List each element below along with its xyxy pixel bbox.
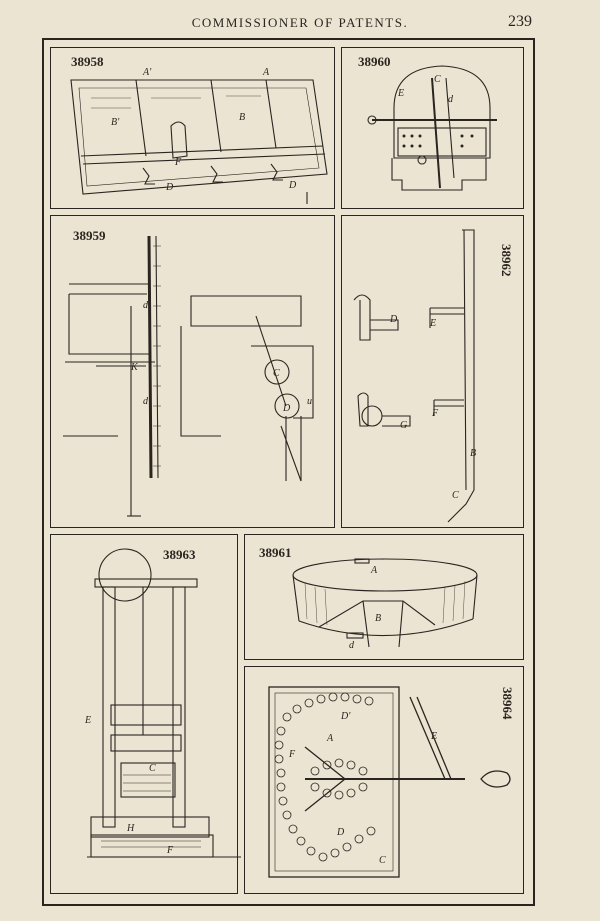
figure-number: 38961 — [259, 545, 292, 560]
label-B: B — [470, 448, 476, 459]
label-E: E — [397, 88, 404, 99]
figure-38964-drawing: D' A F E D C — [268, 686, 511, 878]
running-header: COMMISSIONER OF PATENTS. — [191, 15, 409, 30]
label-B-prime: B' — [111, 117, 120, 128]
figure-panel-38964: 38964 — [244, 666, 524, 894]
figure-panel-38958: 38958 A' A B' B — [50, 47, 335, 209]
label-d: d — [448, 94, 454, 105]
figure-38963-drawing: E C H F — [84, 548, 241, 858]
figure-number: 38963 — [163, 547, 196, 562]
label-C: C — [379, 855, 386, 866]
label-E: E — [429, 318, 436, 329]
label-E: E — [430, 731, 437, 742]
label-B: B — [375, 613, 381, 624]
label-G: G — [400, 420, 407, 431]
label-C: C — [452, 490, 459, 501]
label-d-2: d — [143, 396, 149, 407]
figure-number: 38960 — [358, 54, 391, 69]
label-E: E — [84, 715, 91, 726]
page-number: 239 — [508, 13, 532, 30]
figure-panel-38962: 38962 D E G F B C — [341, 215, 524, 528]
label-C: C — [273, 368, 280, 379]
label-D: D — [282, 403, 291, 414]
plates-frame — [42, 38, 535, 906]
label-D-2: D — [288, 180, 297, 191]
label-C: C — [149, 763, 156, 774]
label-A: A — [370, 565, 378, 576]
label-A: A — [326, 733, 334, 744]
figure-38962-drawing: D E G F B C — [353, 229, 476, 523]
label-B: B — [239, 112, 245, 123]
figure-panel-38959: 38959 — [50, 215, 335, 528]
label-F: F — [174, 157, 182, 168]
figure-38959-drawing: d K d C D u — [63, 235, 314, 517]
label-D: D — [336, 827, 345, 838]
figure-panel-38963: 38963 E C H F — [50, 534, 241, 894]
figure-38960-drawing: C E d — [367, 65, 497, 191]
label-D-prime: D' — [340, 711, 351, 722]
label-C: C — [434, 74, 441, 85]
label-A: A — [262, 67, 270, 78]
label-F: F — [288, 749, 296, 760]
label-F: F — [166, 845, 174, 856]
label-D: D — [389, 314, 398, 325]
label-K: K — [130, 362, 139, 373]
label-A-prime: A' — [142, 67, 152, 78]
label-H: H — [126, 823, 135, 834]
figure-panel-38961: 38961 A B d — [244, 534, 524, 660]
label-F: F — [431, 408, 439, 419]
label-d: d — [143, 300, 149, 311]
figure-38961-drawing: A B d — [292, 558, 478, 651]
label-d: d — [349, 640, 355, 651]
figure-38958-drawing: A' A B' B F D D — [70, 67, 328, 204]
figure-number: 38959 — [73, 228, 106, 243]
label-u: u — [307, 396, 312, 407]
label-D: D — [165, 182, 174, 193]
figure-panel-38960: 38960 C E d — [341, 47, 524, 209]
figure-number: 38958 — [71, 54, 104, 69]
